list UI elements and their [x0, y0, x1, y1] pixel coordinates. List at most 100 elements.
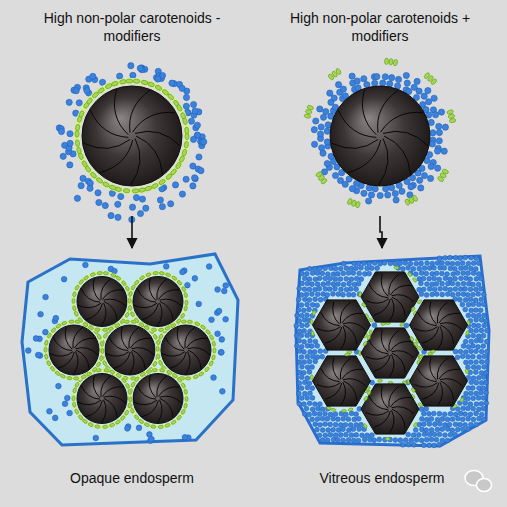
granule-line [418, 312, 437, 325]
granule-line [162, 352, 185, 356]
granule-line [121, 327, 128, 350]
protein-dot [305, 396, 310, 401]
modifier-bead [101, 348, 104, 353]
protein-dot [62, 401, 68, 407]
protein-dot [343, 412, 348, 417]
modifier-bead [156, 339, 160, 345]
protein-dot [478, 308, 483, 313]
protein-dot [299, 313, 304, 318]
protein-dot [313, 422, 318, 427]
protein-dot [35, 352, 41, 358]
modifier-bead [145, 272, 151, 277]
protein-dot [356, 261, 361, 266]
protein-dot [479, 349, 484, 354]
protein-dot [299, 355, 304, 360]
granule-line [133, 112, 175, 132]
protein-dot [456, 416, 461, 421]
modifier-bead [410, 336, 415, 342]
protein-dot [66, 99, 72, 105]
granule-panel: High non-polar carotenoids + modifiers [265, 4, 495, 215]
modifier-bead [385, 437, 390, 440]
modifier-bead [132, 189, 139, 194]
protein-dot [315, 427, 320, 432]
protein-dot [61, 276, 67, 282]
protein-dot [305, 302, 310, 307]
modifier-bead [465, 330, 469, 335]
watermark-bubble [477, 479, 492, 492]
granule-line [392, 351, 414, 358]
endosperm-panel: Opaque endosperm [12, 249, 252, 495]
modifier-bead [73, 377, 78, 381]
protein-dot [427, 443, 432, 448]
protein-dot [323, 266, 328, 271]
protein-dot [317, 286, 322, 291]
protein-dot [413, 428, 418, 433]
protein-dot [432, 112, 438, 118]
modifier-bead [72, 291, 76, 297]
modifier-bead [83, 275, 89, 280]
granule-line [149, 278, 156, 301]
modifier-bead [159, 271, 165, 275]
protein-dot [209, 317, 215, 323]
protein-dot [466, 261, 471, 266]
granule-line [430, 302, 437, 325]
modifier-bead [307, 105, 314, 111]
protein-dot [422, 266, 427, 271]
protein-dot [143, 205, 149, 211]
protein-dot [403, 261, 408, 266]
protein-dot [476, 396, 481, 401]
protein-dot [329, 266, 334, 271]
modifier-bead [412, 277, 417, 283]
protein-dot [455, 407, 460, 412]
protein-dot [310, 386, 315, 391]
granule-line [392, 295, 414, 302]
modifier-bead [158, 425, 163, 429]
protein-dot [196, 301, 202, 307]
protein-dot [416, 88, 422, 94]
protein-dot [346, 438, 351, 443]
protein-dot [305, 323, 310, 328]
protein-dot [310, 417, 315, 422]
protein-dot [324, 128, 330, 134]
protein-dot [460, 427, 465, 432]
protein-dot [297, 381, 302, 386]
protein-dot [458, 411, 463, 416]
protein-dot [459, 266, 464, 271]
protein-dot [325, 272, 330, 277]
protein-dot [299, 375, 304, 380]
protein-dot [466, 427, 471, 432]
granule-line [137, 289, 156, 303]
protein-dot [461, 344, 466, 349]
protein-dot [302, 339, 307, 344]
modifier-bead [341, 409, 346, 412]
protein-dot [307, 370, 312, 375]
protein-dot [192, 108, 198, 114]
modifier-bead [108, 326, 114, 331]
protein-dot [461, 271, 466, 276]
protein-dot [311, 127, 317, 133]
modifier-bead [177, 280, 183, 286]
modifier-bead [128, 389, 132, 395]
protein-dot [476, 334, 481, 339]
protein-dot [182, 434, 188, 440]
granule-line [366, 299, 389, 303]
protein-dot [221, 288, 227, 294]
protein-dot [466, 416, 471, 421]
protein-dot [443, 433, 448, 438]
protein-dot [473, 287, 478, 292]
protein-dot [406, 265, 411, 270]
modifier-bead [153, 271, 158, 275]
granule-line [134, 400, 157, 404]
protein-dot [422, 432, 427, 437]
protein-dot [351, 271, 356, 276]
protein-dot [354, 432, 359, 437]
modifier-bead [181, 149, 187, 157]
protein-dot [417, 177, 423, 183]
protein-dot [302, 329, 307, 334]
modifier-bead [81, 374, 87, 379]
modifier-bead [158, 178, 166, 185]
modifier-bead [209, 360, 214, 366]
modifier-bead [119, 79, 126, 84]
protein-dot [315, 417, 320, 422]
protein-dot [297, 360, 302, 365]
